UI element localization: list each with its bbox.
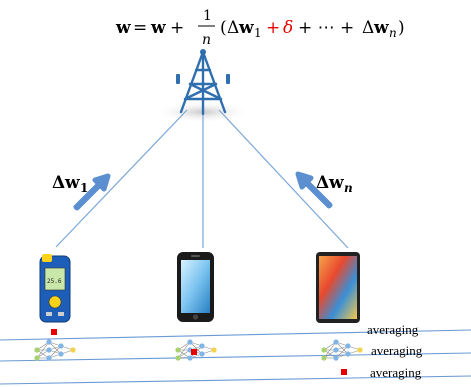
aggregation-formula: w = w + 1 n ( Δ w 1 + δ + ⋯ + Δ w n ) <box>115 8 405 48</box>
tablet-icon <box>316 252 360 323</box>
upload-left-prefix: Δ <box>52 173 65 193</box>
perturbation-marker <box>341 369 347 375</box>
averaging-label-2: averaging <box>371 343 423 358</box>
upload-arrow-right-icon <box>295 171 333 209</box>
formula-close: ) <box>398 18 405 38</box>
local-model-right <box>320 338 364 375</box>
upload-right-w: w <box>328 173 344 193</box>
upload-right-prefix: Δ <box>316 173 329 193</box>
formula-open: ( <box>220 18 227 38</box>
formula-delta: δ <box>283 18 293 38</box>
link-right <box>218 109 349 249</box>
meter-screen-text: 25.6 <box>47 278 62 285</box>
band-line-1 <box>0 329 471 341</box>
formula-lhs: w <box>115 18 131 38</box>
formula-delta-wn-prefix: Δ <box>362 18 374 38</box>
cell-tower-icon <box>155 49 251 123</box>
formula-sub1: 1 <box>254 26 262 40</box>
upload-label-right: Δ w n <box>316 173 353 195</box>
formula-wn: w <box>373 18 389 38</box>
formula-plus: + <box>170 18 184 38</box>
band-line-2 <box>0 352 471 362</box>
formula-frac-den: n <box>202 32 211 48</box>
band-line-3 <box>0 375 471 385</box>
perturbation-marker <box>191 349 197 355</box>
upload-left-w: w <box>64 173 80 193</box>
formula-delta-w1-prefix: Δ <box>227 18 239 38</box>
formula-equals: = <box>133 18 147 38</box>
local-model-left <box>33 329 77 362</box>
formula-plus-delta: + <box>266 18 280 38</box>
communication-links <box>55 109 349 249</box>
formula-frac-num: 1 <box>203 8 212 24</box>
upload-arrow-left-icon <box>73 173 111 211</box>
formula-w: w <box>150 18 166 38</box>
upload-left-sub: 1 <box>80 181 88 195</box>
model-bands <box>0 329 471 385</box>
formula-ellipsis: + ⋯ + <box>298 18 354 38</box>
averaging-label-1: averaging <box>367 322 419 337</box>
smartphone-icon <box>177 252 214 322</box>
formula-w1: w <box>238 18 254 38</box>
link-left <box>55 109 188 248</box>
formula-subn: n <box>389 26 397 40</box>
perturbation-marker <box>51 329 57 335</box>
upload-right-sub: n <box>344 181 353 195</box>
upload-label-left: Δ w 1 <box>52 173 88 195</box>
averaging-label-3: averaging <box>370 365 422 380</box>
handheld-meter-icon: 25.6 <box>39 254 71 323</box>
local-model-middle <box>174 338 218 362</box>
